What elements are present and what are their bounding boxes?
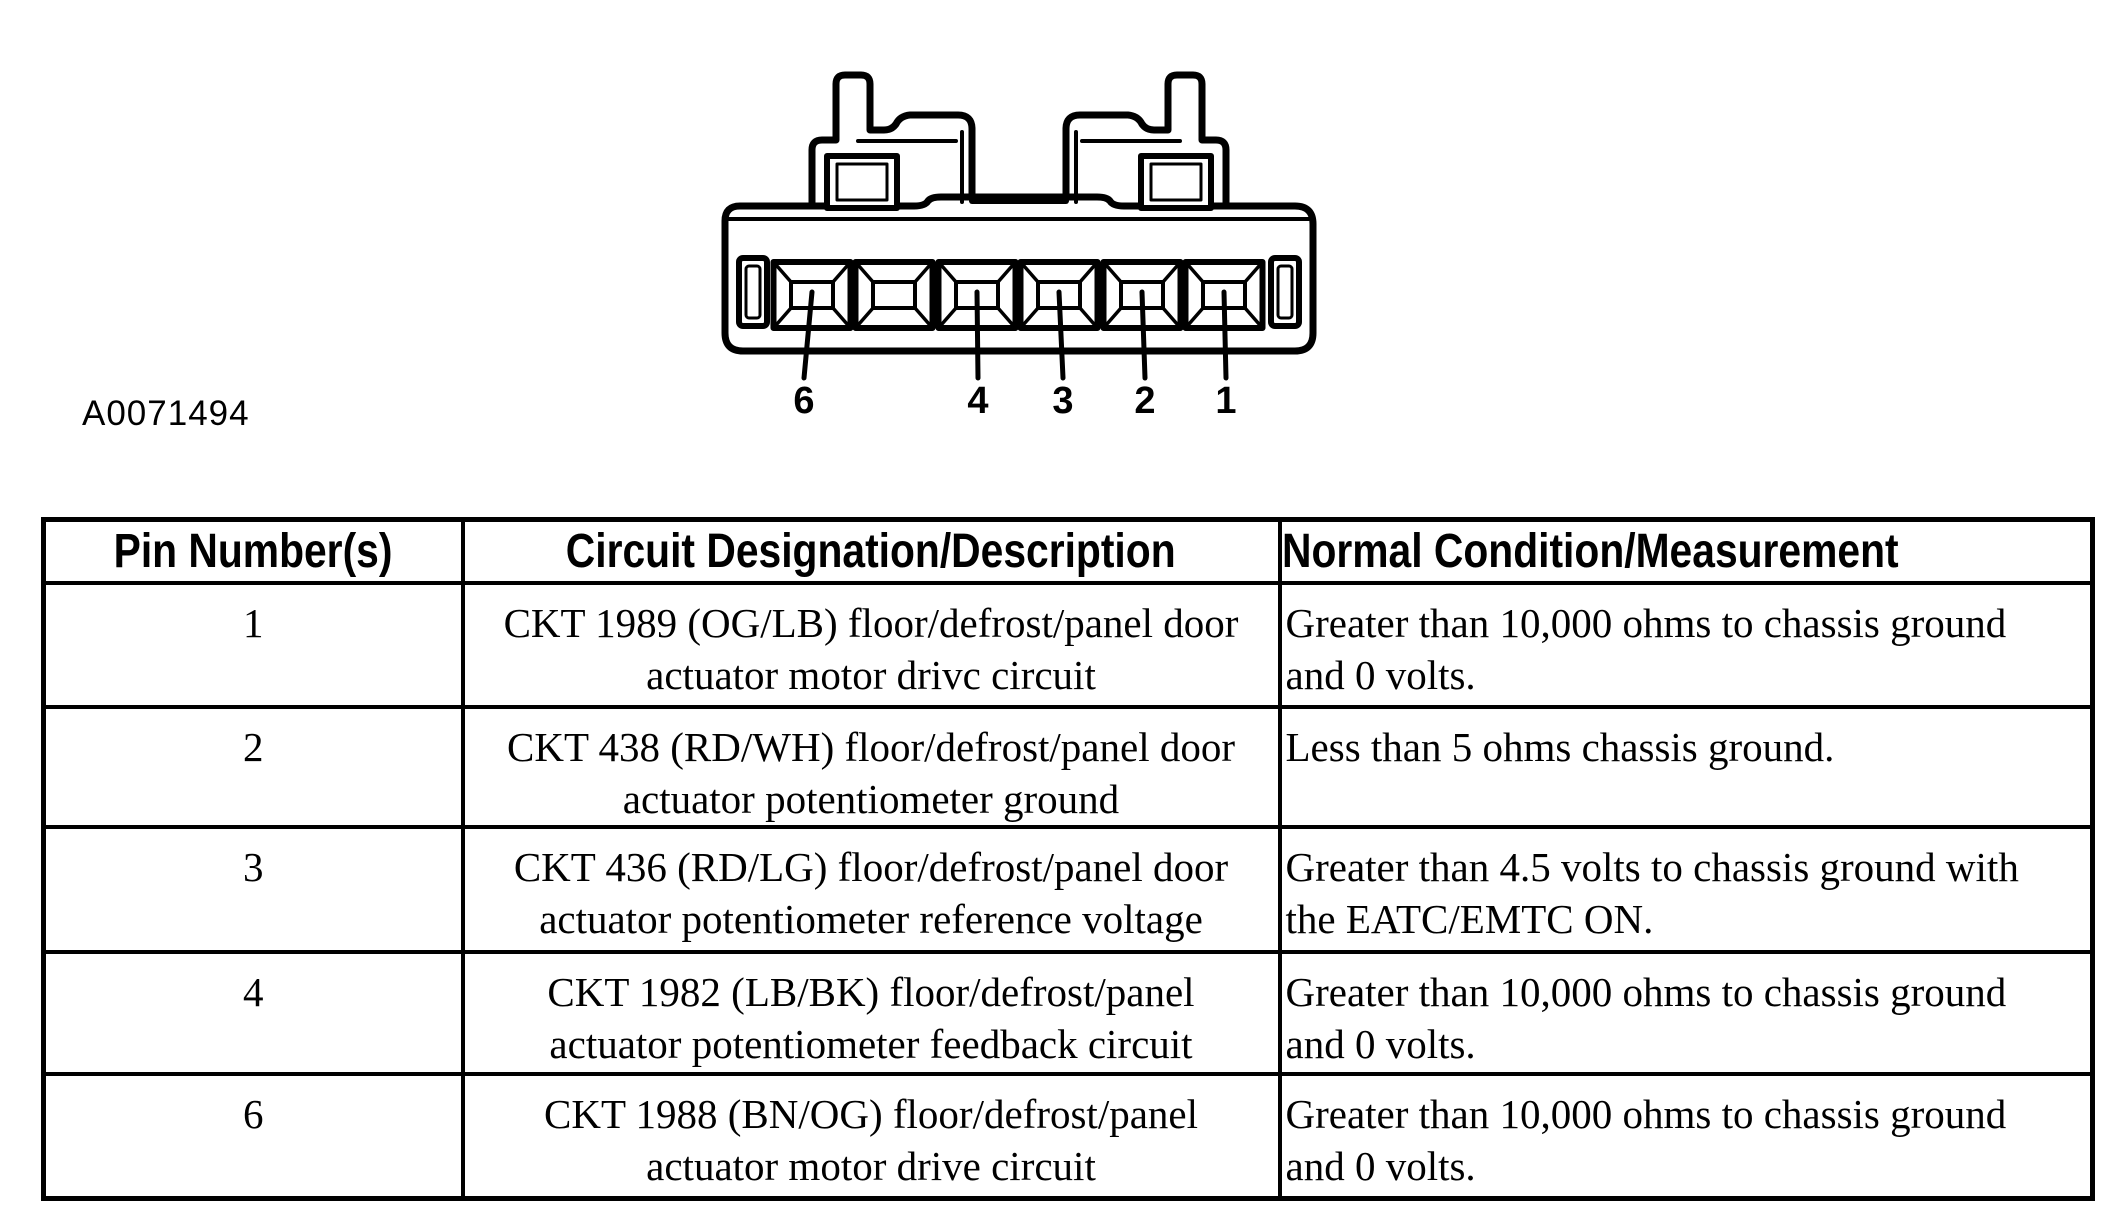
circuit-description-cell: CKT 1989 (OG/LB) floor/defrost/panel doo… <box>460 581 1282 709</box>
pin-leader-lines <box>801 289 1229 381</box>
pin-callout-3: 3 <box>1052 380 1073 422</box>
pin-number-cell: 4 <box>41 950 465 1076</box>
tab-hole-right <box>1138 153 1214 211</box>
normal-condition-cell: Greater than 10,000 ohms to chassis grou… <box>1277 1072 2095 1201</box>
pin-callout-2: 2 <box>1134 380 1155 422</box>
normal-condition-cell: Greater than 10,000 ohms to chassis grou… <box>1277 581 2095 709</box>
pin-callout-1: 1 <box>1215 380 1236 422</box>
normal-condition-cell: Less than 5 ohms chassis ground. <box>1277 705 2095 829</box>
pin-number-cell: 1 <box>41 581 465 709</box>
header-circuit-designation: Circuit Designation/Description <box>460 517 1282 585</box>
tab-hole-left <box>824 153 900 211</box>
table-header-row: Pin Number(s) Circuit Designation/Descri… <box>41 517 2095 585</box>
header-pin-number: Pin Number(s) <box>41 517 465 585</box>
table-row: 4 CKT 1982 (LB/BK) floor/defrost/panel a… <box>41 950 2095 1076</box>
tab-left-inner-lines <box>856 130 964 204</box>
figure-id-label: A0071494 <box>82 394 250 433</box>
pinout-table: Pin Number(s) Circuit Designation/Descri… <box>41 517 2095 1201</box>
table-row: 6 CKT 1988 (BN/OG) floor/defrost/panel a… <box>41 1072 2095 1201</box>
table-row: 2 CKT 438 (RD/WH) floor/defrost/panel do… <box>41 705 2095 829</box>
end-slot-left <box>736 255 770 329</box>
end-slot-right <box>1268 255 1302 329</box>
table-row: 1 CKT 1989 (OG/LB) floor/defrost/panel d… <box>41 581 2095 709</box>
circuit-description-cell: CKT 436 (RD/LG) floor/defrost/panel door… <box>460 825 1282 954</box>
connector-diagram: 6 4 3 2 1 <box>721 71 1317 422</box>
circuit-description-cell: CKT 1988 (BN/OG) floor/defrost/panel act… <box>460 1072 1282 1201</box>
circuit-description-cell: CKT 1982 (LB/BK) floor/defrost/panel act… <box>460 950 1282 1076</box>
normal-condition-cell: Greater than 10,000 ohms to chassis grou… <box>1277 950 2095 1076</box>
header-normal-condition: Normal Condition/Measurement <box>1277 517 2095 585</box>
tab-right-inner-lines <box>1074 130 1182 204</box>
pin-callout-4: 4 <box>967 380 988 422</box>
pin-number-cell: 2 <box>41 705 465 829</box>
circuit-description-cell: CKT 438 (RD/WH) floor/defrost/panel door… <box>460 705 1282 829</box>
pin-number-cell: 3 <box>41 825 465 954</box>
normal-condition-cell: Greater than 4.5 volts to chassis ground… <box>1277 825 2095 954</box>
pin-callout-6: 6 <box>793 380 814 422</box>
pin-cavity-5 <box>852 259 936 331</box>
table-row: 3 CKT 436 (RD/LG) floor/defrost/panel do… <box>41 825 2095 954</box>
pin-number-cell: 6 <box>41 1072 465 1201</box>
